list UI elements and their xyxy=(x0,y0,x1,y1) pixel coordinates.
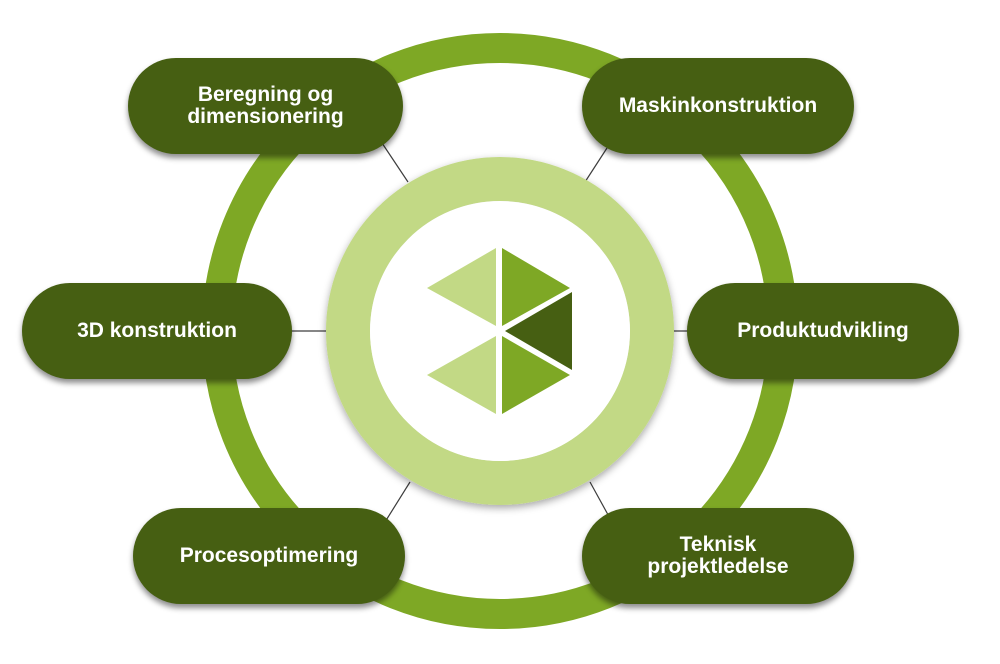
node-label: Procesoptimering xyxy=(179,544,359,567)
node-label: Teknisk projektledelse xyxy=(647,533,789,578)
node-maskin: Maskinkonstruktion xyxy=(582,58,854,154)
connector-lines xyxy=(290,139,700,523)
node-label: Produktudvikling xyxy=(737,319,909,342)
inner-ring xyxy=(326,157,674,505)
node-proces: Procesoptimering xyxy=(133,508,405,604)
connector-beregning xyxy=(379,139,409,183)
hexagon-triangles-logo-icon xyxy=(427,248,572,414)
node-label: Beregning og dimensionering xyxy=(187,83,344,128)
inner-disc xyxy=(370,201,630,461)
connector-maskin xyxy=(584,147,608,183)
node-beregning: Beregning og dimensionering xyxy=(128,58,403,154)
connector-proces xyxy=(384,481,411,523)
node-label: 3D konstruktion xyxy=(77,319,237,342)
node-label: Maskinkonstruktion xyxy=(618,94,818,117)
node-3d: 3D konstruktion xyxy=(22,283,292,379)
node-teknisk: Teknisk projektledelse xyxy=(582,508,854,604)
node-produkt: Produktudvikling xyxy=(687,283,959,379)
